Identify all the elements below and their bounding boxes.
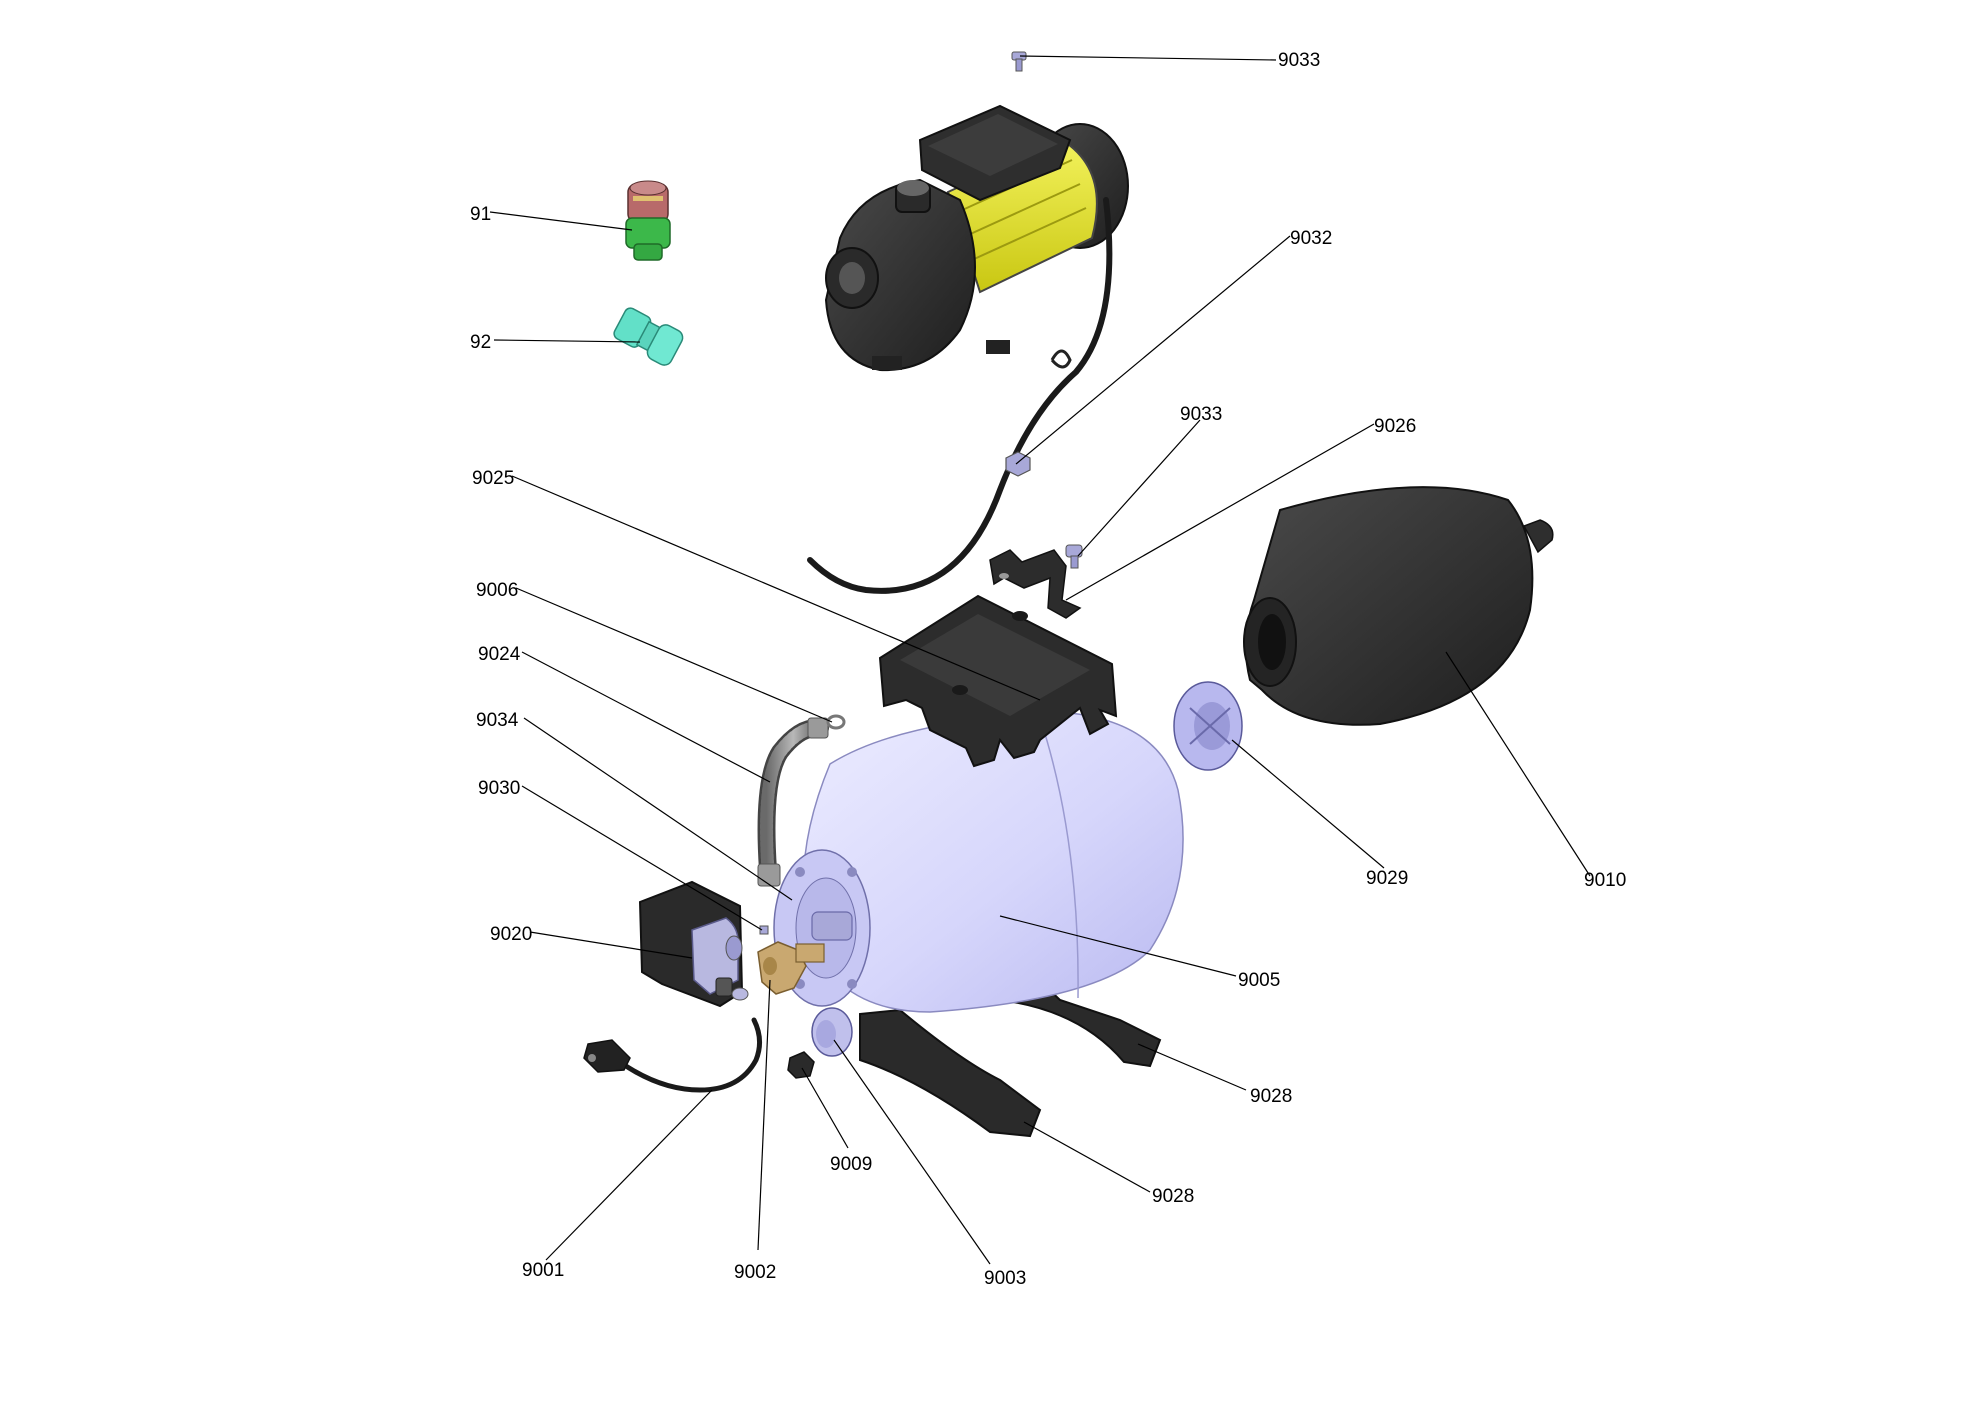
power-cable — [807, 197, 1113, 594]
leader-9024 — [521, 651, 771, 783]
pump-support-9025 — [878, 594, 1118, 768]
label-9033-middle: 9033 — [1180, 404, 1222, 425]
label-9026: 9026 — [1374, 416, 1416, 437]
label-9032: 9032 — [1290, 228, 1332, 249]
screw-9030 — [759, 925, 769, 935]
label-91: 91 — [470, 204, 491, 225]
label-9034: 9034 — [476, 710, 519, 731]
label-9010: 9010 — [1584, 870, 1626, 891]
label-9020: 9020 — [490, 924, 532, 945]
leader-9029 — [1231, 739, 1385, 869]
label-9025: 9025 — [472, 468, 514, 489]
pump-motor — [824, 104, 1129, 372]
label-9001: 9001 — [522, 1260, 564, 1281]
screw-9033-top — [1011, 51, 1027, 72]
gauge-9003 — [811, 1007, 853, 1057]
leader-9033-top — [1019, 55, 1277, 61]
label-9030: 9030 — [478, 778, 520, 799]
screw-9033-middle — [1065, 544, 1083, 569]
leader-9001 — [545, 1089, 713, 1261]
leader-9032 — [1015, 235, 1291, 465]
label-92: 92 — [470, 332, 491, 353]
leader-9006 — [515, 587, 833, 723]
fitting-92 — [613, 307, 684, 366]
cable-tie-icon — [1050, 349, 1072, 369]
leader-9033-middle — [1077, 419, 1201, 557]
leader-92 — [493, 339, 641, 343]
leader-9010 — [1445, 651, 1591, 877]
part-labels: 9033 91 92 9032 9033 9026 9025 9006 9024… — [470, 50, 1626, 1289]
label-9028-rear: 9028 — [1250, 1086, 1292, 1107]
leader-9025 — [511, 475, 1041, 701]
valve-91 — [625, 180, 671, 261]
bladder-9010 — [1243, 486, 1554, 726]
power-plug-9001 — [583, 1017, 762, 1093]
leader-9030 — [521, 785, 763, 931]
label-9005: 9005 — [1238, 970, 1280, 991]
pressure-switch-9020 — [638, 880, 749, 1008]
cap-9009 — [787, 1051, 815, 1079]
label-9024: 9024 — [478, 644, 521, 665]
leader-lines — [489, 55, 1591, 1265]
leader-9002 — [757, 979, 771, 1251]
label-9033-top: 9033 — [1278, 50, 1320, 71]
label-9028-front: 9028 — [1152, 1186, 1194, 1207]
leader-9005 — [999, 915, 1237, 977]
label-9029: 9029 — [1366, 868, 1408, 889]
leader-91 — [489, 211, 633, 231]
label-9006: 9006 — [476, 580, 518, 601]
leader-9026 — [1065, 423, 1375, 601]
leader-9028-rear — [1137, 1043, 1247, 1091]
leader-9034 — [523, 717, 793, 901]
o-ring-9006 — [826, 714, 846, 730]
label-9009: 9009 — [830, 1154, 872, 1175]
leader-9003 — [833, 1039, 991, 1265]
label-9003: 9003 — [984, 1268, 1026, 1289]
leader-9020 — [529, 931, 693, 959]
label-9002: 9002 — [734, 1262, 776, 1283]
bracket-9026 — [989, 549, 1082, 619]
leader-9009 — [801, 1067, 849, 1149]
leader-9028-front — [1023, 1121, 1151, 1193]
flange-9029 — [1173, 681, 1243, 771]
foot-9028-front — [859, 1008, 1042, 1138]
